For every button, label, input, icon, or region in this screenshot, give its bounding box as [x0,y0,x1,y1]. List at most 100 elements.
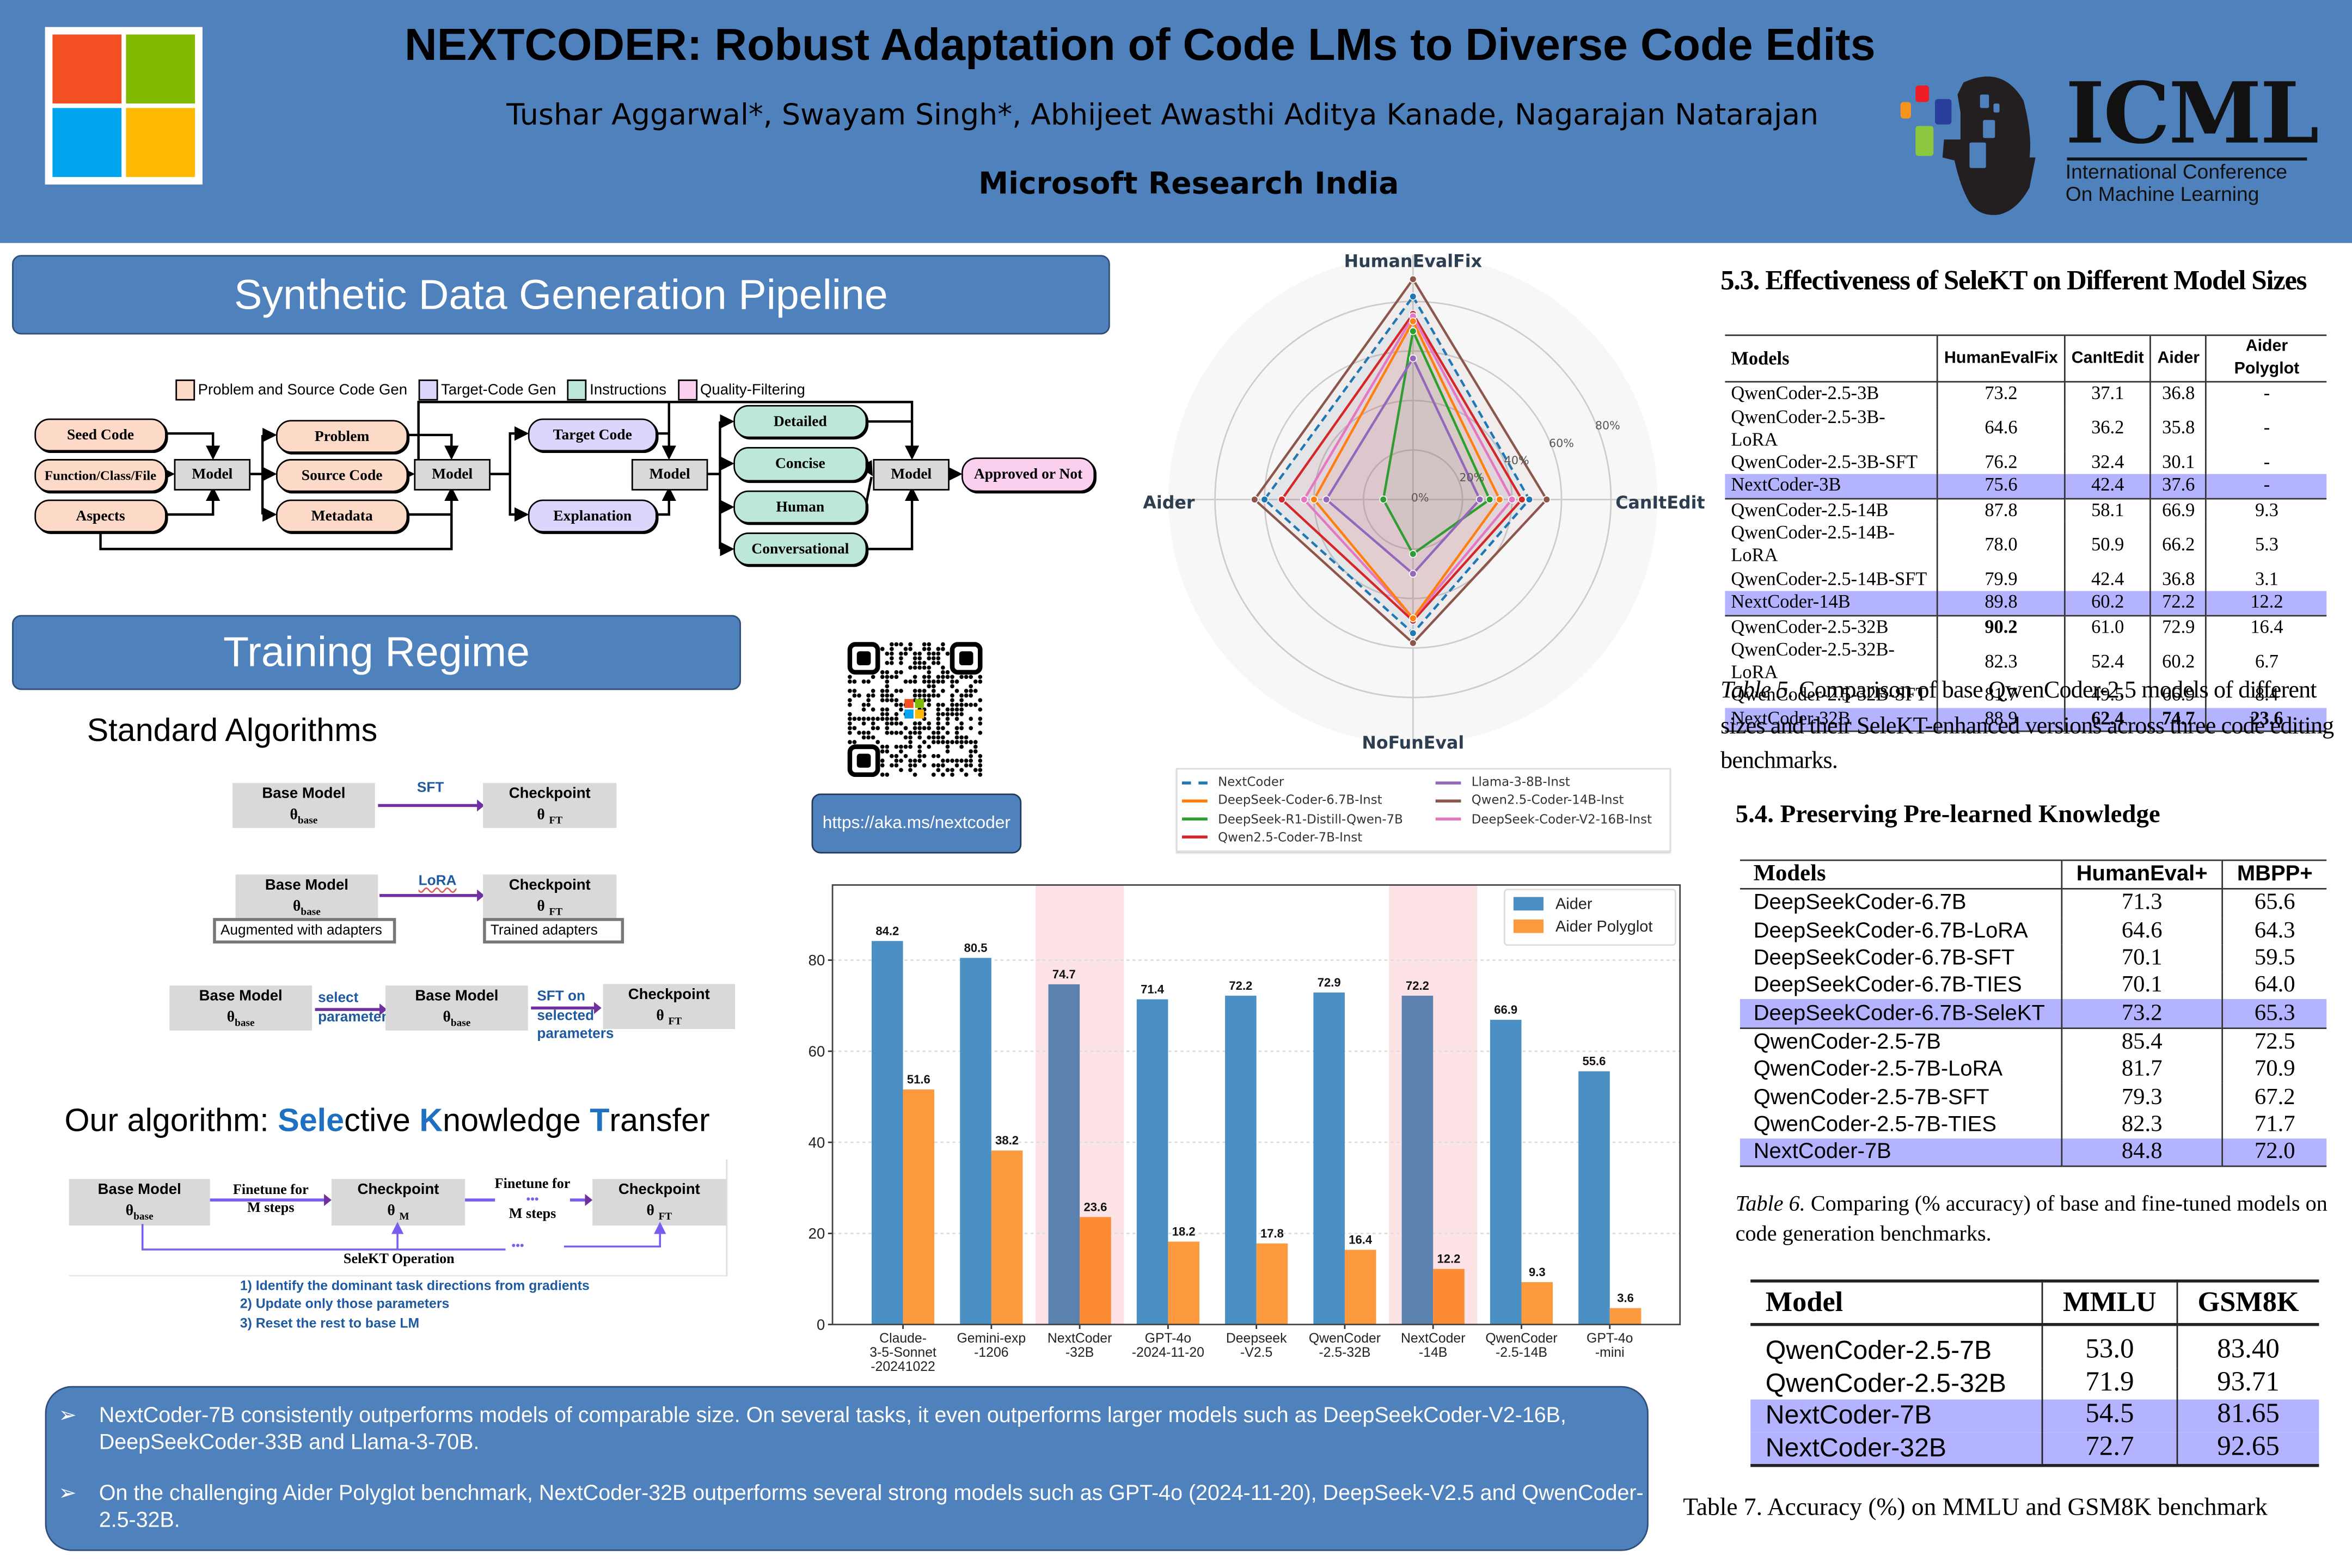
node-human: Human [733,490,867,524]
qr-module [894,712,899,716]
qr-module [927,735,932,740]
legend-swatch [1513,919,1543,933]
label-line: parameters [318,1008,395,1026]
qr-module [880,773,885,777]
model-name-cell: QwenCoder-2.5-7B [1750,1324,2043,1368]
x-tick-label: QwenCoder [1485,1331,1557,1346]
qr-module [927,675,932,679]
radar-tick-label: 0% [1411,491,1429,504]
selekt-steps-list: 1) Identify the dominant task directions… [240,1277,590,1332]
qr-module [959,726,964,731]
heading-part: nowledge [443,1102,590,1139]
radar-point [1409,569,1417,578]
value-cell: 35.8 [2151,406,2207,451]
bar-value-label: 72.2 [1229,979,1252,993]
qr-module [936,721,941,726]
qr-code[interactable] [847,642,983,777]
table6-caption: Table 6. Comparing (% accuracy) of base … [1736,1190,2343,1250]
qr-finder [847,744,880,777]
node-approved-or-not: Approved or Not [961,457,1095,492]
qr-module [969,684,973,689]
theta-subscript: base [297,814,318,827]
bar-value-label: 16.4 [1349,1233,1373,1247]
qr-module [885,679,890,684]
qr-module [941,670,945,675]
bar-value-label: 66.9 [1494,1003,1517,1016]
x-tick-label: Deepseek [1226,1331,1287,1346]
model-name-cell: DeepSeekCoder-6.7B [1739,889,2062,918]
radar-point [1409,327,1417,335]
standard-algorithms-heading: Standard Algorithms [87,712,378,749]
qr-module [871,689,875,693]
qr-module [936,740,941,744]
qr-module [912,758,917,763]
qr-module [931,773,936,777]
value-cell: 50.9 [2065,522,2152,568]
heading-part: ransfer [609,1102,710,1139]
radar-point [1542,495,1551,504]
authors: Tushar Aggarwal*, Swayam Singh*, Abhijee… [506,97,1819,132]
radar-point [1379,495,1387,504]
qr-module [880,763,885,768]
qr-module [973,689,978,693]
qr-module [894,675,899,679]
box-label: Checkpoint [628,987,710,1004]
value-cell: 65.3 [2222,1000,2327,1028]
node-seed-code: Seed Code [34,418,167,452]
qr-module [880,675,885,679]
model-name-cell: NextCoder-32B [1725,707,1939,732]
qr-module [927,656,932,660]
node-conversational: Conversational [733,532,867,566]
column-header: MMLU [2042,1281,2178,1326]
qr-module [954,740,959,744]
theta-symbol: θ [292,898,301,915]
qr-module [941,679,945,684]
qr-module [871,675,875,679]
qr-module [861,707,866,712]
y-tick-label: 40 [808,1134,825,1151]
qr-finder [847,642,880,675]
caption-text: Comparing (% accuracy) of base and fine-… [1735,1192,2328,1247]
node-model-2: Model [414,459,491,491]
value-cell: 36.8 [2151,382,2207,406]
radar-point [1525,495,1534,504]
qr-module [954,758,959,763]
qr-module [927,726,932,731]
qr-module [917,660,922,665]
qr-module [890,675,894,679]
radar-point [1409,629,1417,638]
radar-point [1251,495,1259,504]
qr-module [969,749,973,754]
qr-module [875,740,880,744]
qr-module [969,758,973,763]
our-algorithm-heading: Our algorithm: Selective Knowledge Trans… [64,1102,709,1140]
qr-module [927,665,932,670]
value-cell: - [2263,451,2270,473]
icml-head-icon [1900,76,2036,215]
step-item: 1) Identify the dominant task directions… [240,1278,590,1293]
value-cell: 73.2 [1937,382,2066,406]
qr-module [922,689,927,693]
bar-aider-polyglot [1080,1217,1111,1325]
qr-module [917,749,922,754]
model-name-cell: NextCoder-32B [1750,1431,2043,1466]
value-cell: 78.0 [1937,522,2066,568]
qr-module [885,773,890,777]
qr-module [950,698,954,702]
theta-symbol: θ [656,1008,664,1025]
project-link-button[interactable]: https://aka.ms/nextcoder [811,793,1022,854]
legend-line-icon [1182,781,1208,784]
bar-value-label: 55.6 [1583,1055,1606,1068]
qr-module [959,707,964,712]
theta-subscript: base [133,1210,154,1223]
